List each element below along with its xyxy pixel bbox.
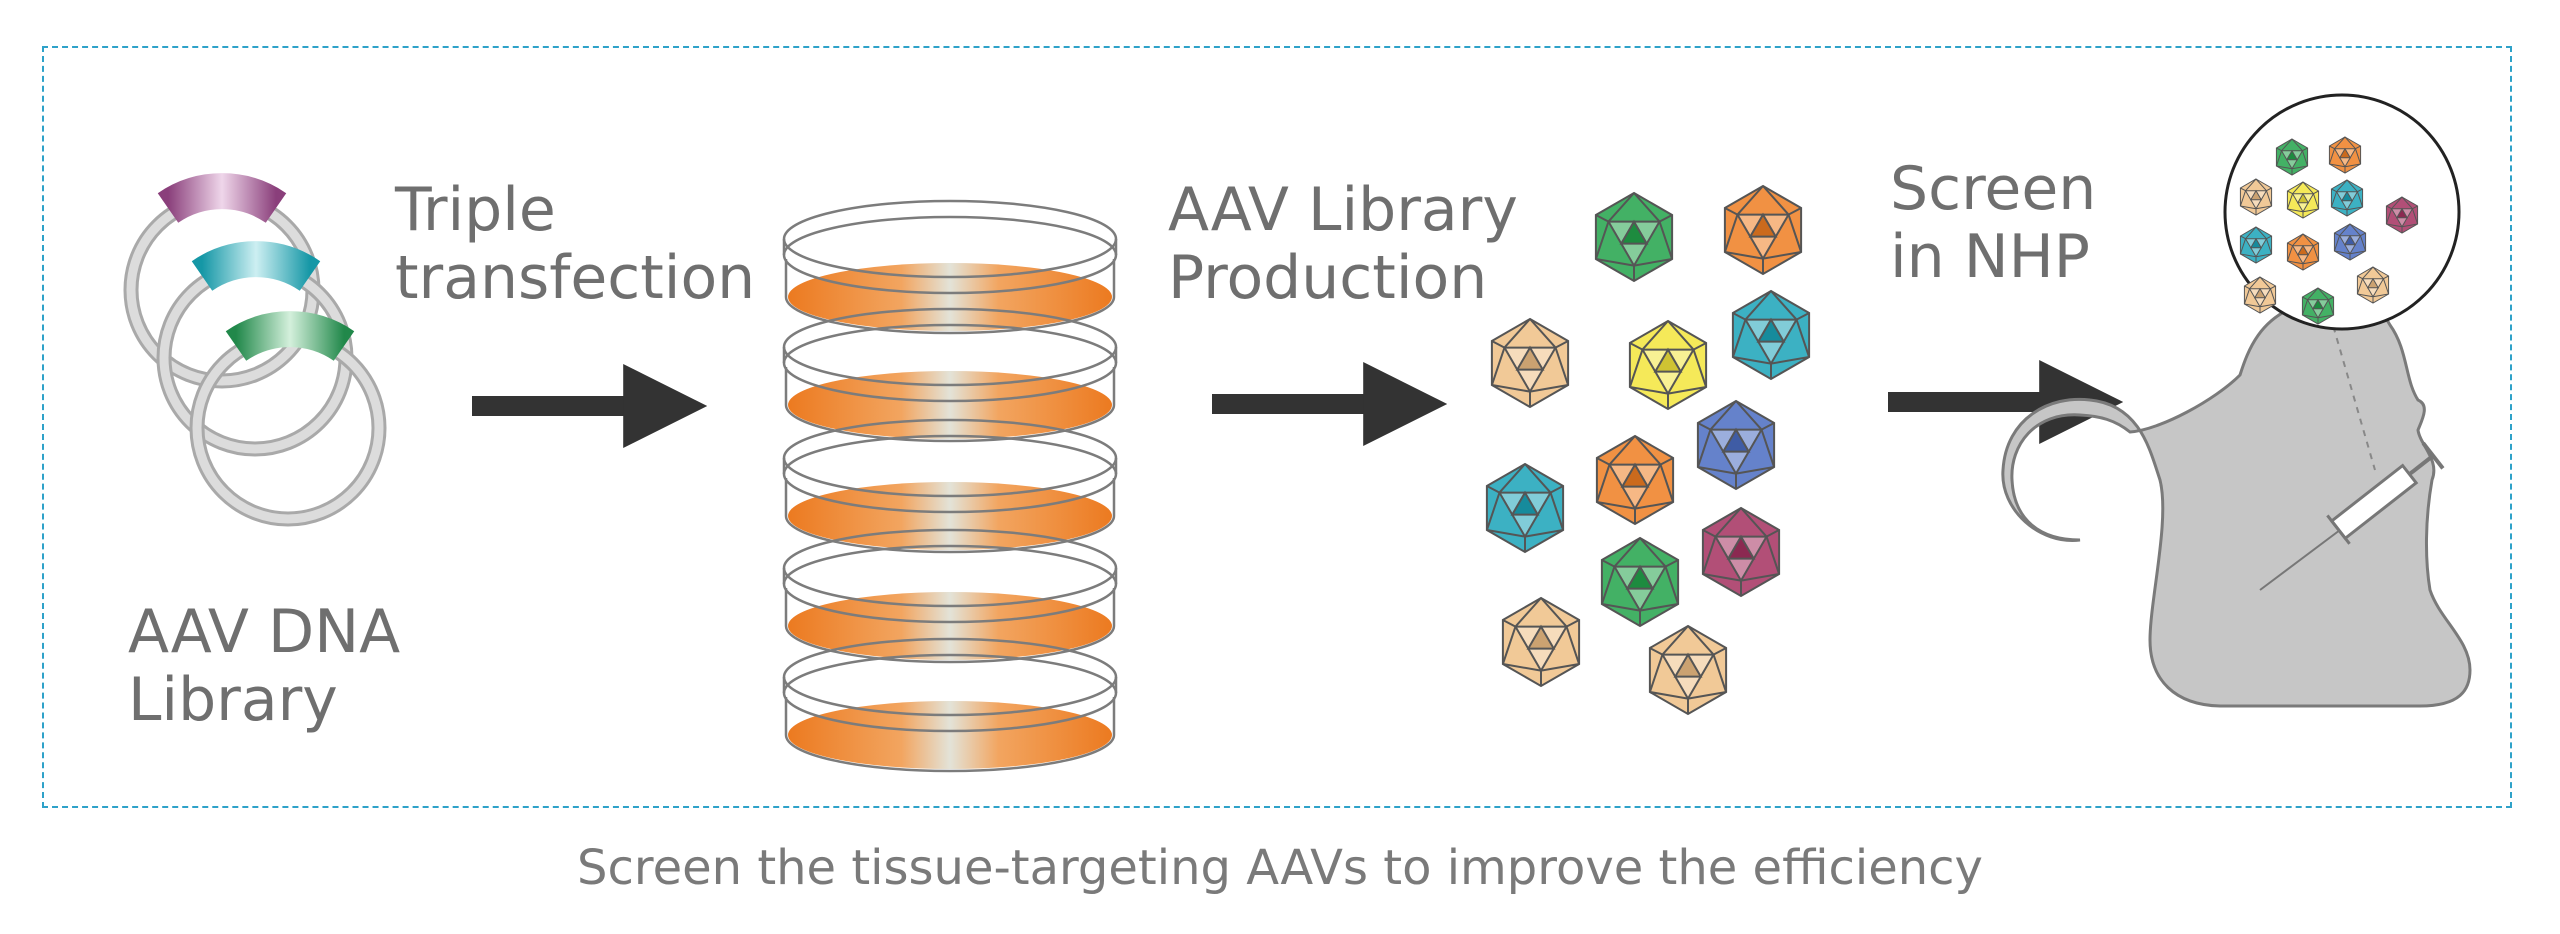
- aav-capsid-icon: [2333, 223, 2367, 261]
- aav-capsid-icon: [1594, 191, 1674, 283]
- aav-capsid-icon: [2330, 179, 2364, 217]
- aav-capsid-icon: [2301, 287, 2335, 325]
- aav-capsid-icon: [2275, 138, 2309, 176]
- nhp-monkey-icon: [2001, 296, 2472, 708]
- aav-capsid-icon: [2286, 181, 2320, 219]
- dashed-frame: [42, 46, 2512, 808]
- zoom-capsid-cluster: [2239, 136, 2419, 325]
- aav-capsid-icon: [2286, 233, 2320, 271]
- aav-capsid-cluster: [1485, 184, 1811, 716]
- aav-capsid-icon: [1701, 506, 1781, 598]
- culture-dish: [782, 199, 1118, 335]
- aav-capsid-icon: [1696, 399, 1776, 491]
- aav-capsid-icon: [1600, 536, 1680, 628]
- aav-capsid-icon: [2328, 136, 2362, 174]
- aav-capsid-icon: [2239, 178, 2273, 216]
- aav-capsid-icon: [2385, 196, 2419, 234]
- step-label-transfection: Triple transfection: [395, 175, 756, 313]
- aav-capsid-icon: [1501, 596, 1581, 688]
- aav-capsid-icon: [1723, 184, 1803, 276]
- culture-dish: [782, 307, 1118, 443]
- aav-capsid-icon: [1490, 317, 1570, 409]
- culture-dish: [782, 637, 1118, 773]
- caption: Screen the tissue-targeting AAVs to impr…: [577, 840, 1983, 896]
- zoom-guide-line: [2329, 314, 2376, 471]
- culture-dish-stack: [782, 199, 1118, 773]
- aav-capsid-icon: [1485, 462, 1565, 554]
- aav-capsid-icon: [1648, 624, 1728, 716]
- culture-dish: [782, 418, 1118, 554]
- aav-capsid-icon: [2243, 276, 2277, 314]
- step-label-screen: Screen in NHP: [1890, 154, 2097, 292]
- step-arrows: [472, 360, 2124, 448]
- aav-capsid-icon: [1731, 289, 1811, 381]
- library-label: AAV DNA Library: [128, 597, 401, 735]
- aav-capsid-icon: [1595, 434, 1675, 526]
- step-label-production: AAV Library Production: [1168, 175, 1518, 313]
- plasmid-library-icon: [123, 173, 387, 527]
- aav-capsid-icon: [2239, 226, 2273, 264]
- aav-capsid-icon: [2356, 266, 2390, 304]
- aav-capsid-icon: [1628, 319, 1708, 411]
- syringe-icon: [2259, 441, 2445, 591]
